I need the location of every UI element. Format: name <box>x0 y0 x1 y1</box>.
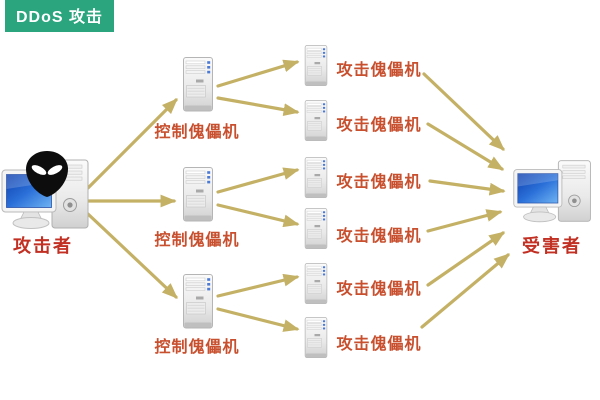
server-tower-icon <box>304 316 328 361</box>
arrow-attack3-victim <box>428 179 506 196</box>
arrow-control2-attack4 <box>216 203 300 228</box>
alien-computer-icon <box>0 151 92 240</box>
server-tower-icon <box>304 99 328 144</box>
server-tower-icon <box>304 44 328 89</box>
attack-node-label: 攻击傀儡机 <box>336 117 422 134</box>
attack-node-label: 攻击傀儡机 <box>336 281 422 298</box>
arrow-control3-attack5 <box>216 273 300 298</box>
server-tower-icon <box>182 274 214 331</box>
arrow-control3-attack6 <box>216 307 300 332</box>
arrow-control1-attack1 <box>216 59 300 88</box>
server-tower-icon <box>304 156 328 201</box>
attacker-label: 攻击者 <box>13 236 73 256</box>
attack-node-label: 攻击傀儡机 <box>336 174 422 191</box>
arrow-control1-attack2 <box>216 96 300 116</box>
arrow-attacker-control-3 <box>86 212 178 299</box>
control-node-label: 控制傀儡机 <box>154 124 240 141</box>
arrow-attack5-victim <box>426 231 506 287</box>
attack-node-label: 攻击傀儡机 <box>336 228 422 245</box>
arrow-control2-attack3 <box>216 167 300 194</box>
arrow-attack4-victim <box>426 209 503 233</box>
control-node-label: 控制傀儡机 <box>154 232 240 249</box>
arrow-attack2-victim <box>426 122 505 171</box>
attack-node-label: 攻击傀儡机 <box>336 62 422 79</box>
arrow-attacker-control-1 <box>86 98 178 190</box>
arrow-attack6-victim <box>420 253 510 329</box>
desktop-computer-icon <box>512 150 594 232</box>
attack-node-label: 攻击傀儡机 <box>336 336 422 353</box>
server-tower-icon <box>304 207 328 252</box>
arrow-attack1-victim <box>422 72 505 151</box>
title-banner: DDoS 攻击 <box>5 0 115 32</box>
victim-label: 受害者 <box>522 236 582 256</box>
server-tower-icon <box>304 262 328 307</box>
control-node-label: 控制傀儡机 <box>154 339 240 356</box>
server-tower-icon <box>182 167 214 224</box>
server-tower-icon <box>182 57 214 114</box>
